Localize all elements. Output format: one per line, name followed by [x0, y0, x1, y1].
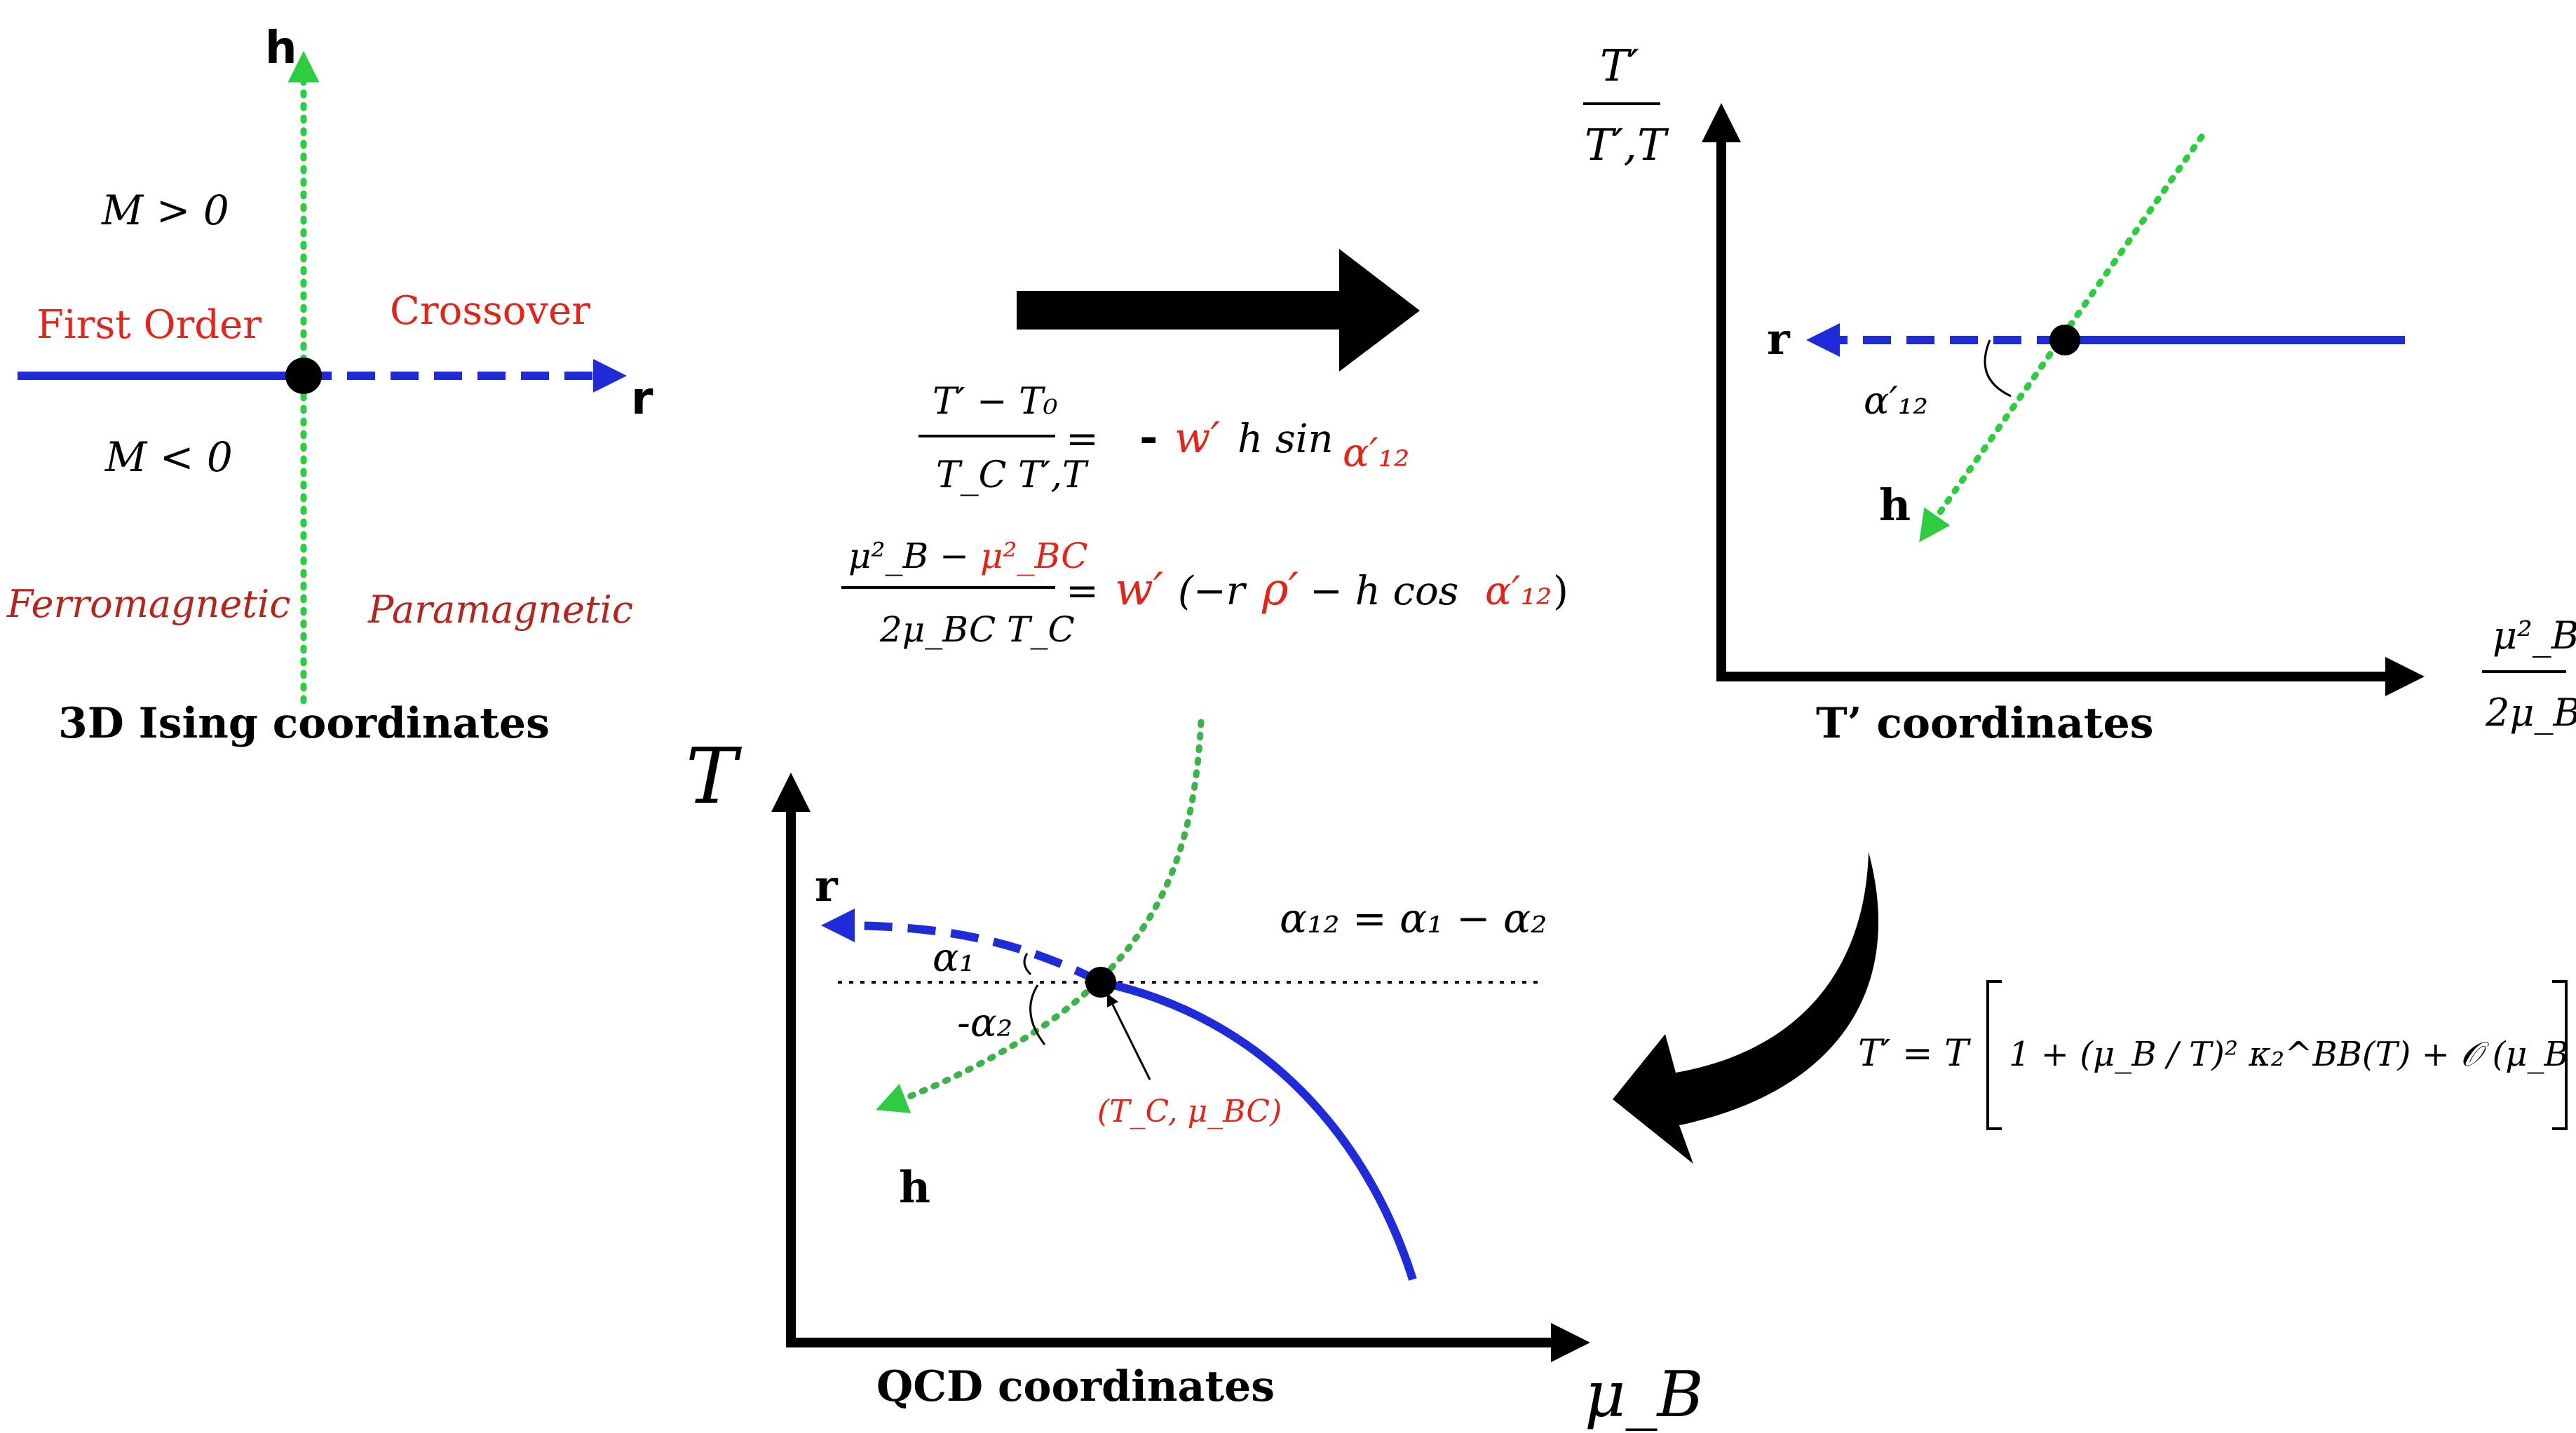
right-arrow-icon	[1017, 249, 1420, 372]
qcd-critical-point-label: (T_C, μ_BC)	[1097, 1094, 1282, 1129]
mapping-formula-body: 1 + (μ_B / T)² κ₂^BB(T) + 𝒪 (μ_B / T)⁴	[2009, 1035, 2576, 1074]
tprime-critical-point	[2049, 325, 2080, 355]
qcd-pointer-arrow	[1106, 993, 1151, 1080]
tprime-y-denominator: T′,T	[1585, 119, 1669, 170]
qcd-alpha1-label: α₁	[933, 935, 975, 981]
eq1-alpha: α′₁₂	[1343, 430, 1409, 476]
tprime-panel: T′ T′,T μ²_B 2μ_BC r h α′₁₂ T’ coordinat…	[1583, 40, 2576, 748]
qcd-alpha2-arc	[1029, 984, 1046, 1045]
ising-m-negative: M < 0	[104, 433, 233, 481]
curved-arrow-icon	[1613, 852, 1879, 1164]
qcd-critical-point	[1085, 967, 1116, 998]
tprime-x-denominator: 2μ_BC	[2485, 691, 2576, 735]
eq2-w: w′	[1115, 564, 1164, 616]
tprime-h-label: h	[1879, 480, 1911, 531]
eq2-denominator: 2μ_BC T_C	[879, 609, 1075, 650]
eq1-minus: -	[1139, 411, 1158, 463]
tprime-y-numerator: T′	[1600, 40, 1639, 91]
eq1-h-sin: h sin	[1238, 416, 1334, 462]
eq2-paren-open: (−r	[1178, 569, 1247, 614]
tprime-caption: T’ coordinates	[1816, 699, 2154, 748]
ising-crossover-label: Crossover	[390, 288, 590, 334]
eq1-denominator: T_C T′,T	[936, 454, 1089, 496]
mapping-bracket-right	[2552, 980, 2568, 1130]
ising-first-order-label: First Order	[36, 302, 262, 348]
transform-arrow	[1017, 249, 1420, 372]
ising-panel: h r M > 0 M < 0 First Order Crossover Fe…	[6, 22, 653, 748]
curved-arrow	[1613, 852, 1879, 1164]
ising-ferromagnetic-label: Ferromagnetic	[6, 582, 291, 626]
tprime-r-label: r	[1767, 313, 1791, 365]
eq2-equals: =	[1066, 569, 1099, 614]
ising-critical-point	[285, 358, 322, 394]
eq2-paren-close: )	[1553, 569, 1568, 614]
ising-r-label: r	[631, 373, 653, 425]
qcd-alpha2-label: -α₂	[957, 1000, 1012, 1046]
eq2-numerator-b: μ²_BC	[980, 536, 1087, 576]
qcd-alpha-relation: α₁₂ = α₁ − α₂	[1280, 895, 1547, 942]
tprime-alpha-label: α′₁₂	[1864, 379, 1928, 423]
qcd-x-label: μ_B	[1585, 1358, 1704, 1432]
ising-paramagnetic-label: Paramagnetic	[367, 588, 633, 632]
qcd-h-label: h	[899, 1162, 930, 1213]
qcd-h-curve	[876, 719, 1205, 1113]
qcd-r-curve	[821, 909, 1103, 986]
eq2-alpha: α′₁₂	[1485, 569, 1552, 614]
eq1-equals: =	[1066, 416, 1099, 462]
ising-h-label: h	[265, 22, 297, 74]
ising-caption: 3D Ising coordinates	[58, 699, 550, 748]
qcd-caption: QCD coordinates	[876, 1362, 1275, 1411]
qcd-alpha1-arc	[1023, 953, 1032, 976]
mapping-formula: T′ = T 1 + (μ_B / T)² κ₂^BB(T) + 𝒪 (μ_B …	[1858, 980, 2576, 1130]
eq1-w: w′	[1174, 414, 1220, 463]
eq1-numerator: T′ − T₀	[933, 381, 1058, 423]
qcd-y-label: T	[686, 731, 743, 821]
tprime-x-numerator: μ²_B	[2493, 613, 2576, 658]
tprime-angle-arc	[1984, 339, 2012, 398]
mapping-formula-lhs: T′ = T	[1858, 1033, 1971, 1075]
ising-m-positive: M > 0	[101, 186, 229, 234]
eq2-numerator-a: μ²_B −	[848, 536, 969, 576]
qcd-r-label: r	[815, 860, 839, 911]
equations: T′ − T₀ T_C T′,T = - w′ h sin α′₁₂ μ²_B …	[841, 381, 1568, 650]
eq2-mid: − h cos	[1310, 569, 1458, 614]
eq2-rho: ρ′	[1261, 564, 1299, 616]
qcd-panel: T μ_B r h α₁ -α₂ α₁₂ = α₁ − α₂ (T_C, μ_B…	[686, 719, 1704, 1432]
qcd-first-order-curve	[1099, 978, 1417, 1281]
mapping-bracket-left	[1986, 980, 2002, 1130]
